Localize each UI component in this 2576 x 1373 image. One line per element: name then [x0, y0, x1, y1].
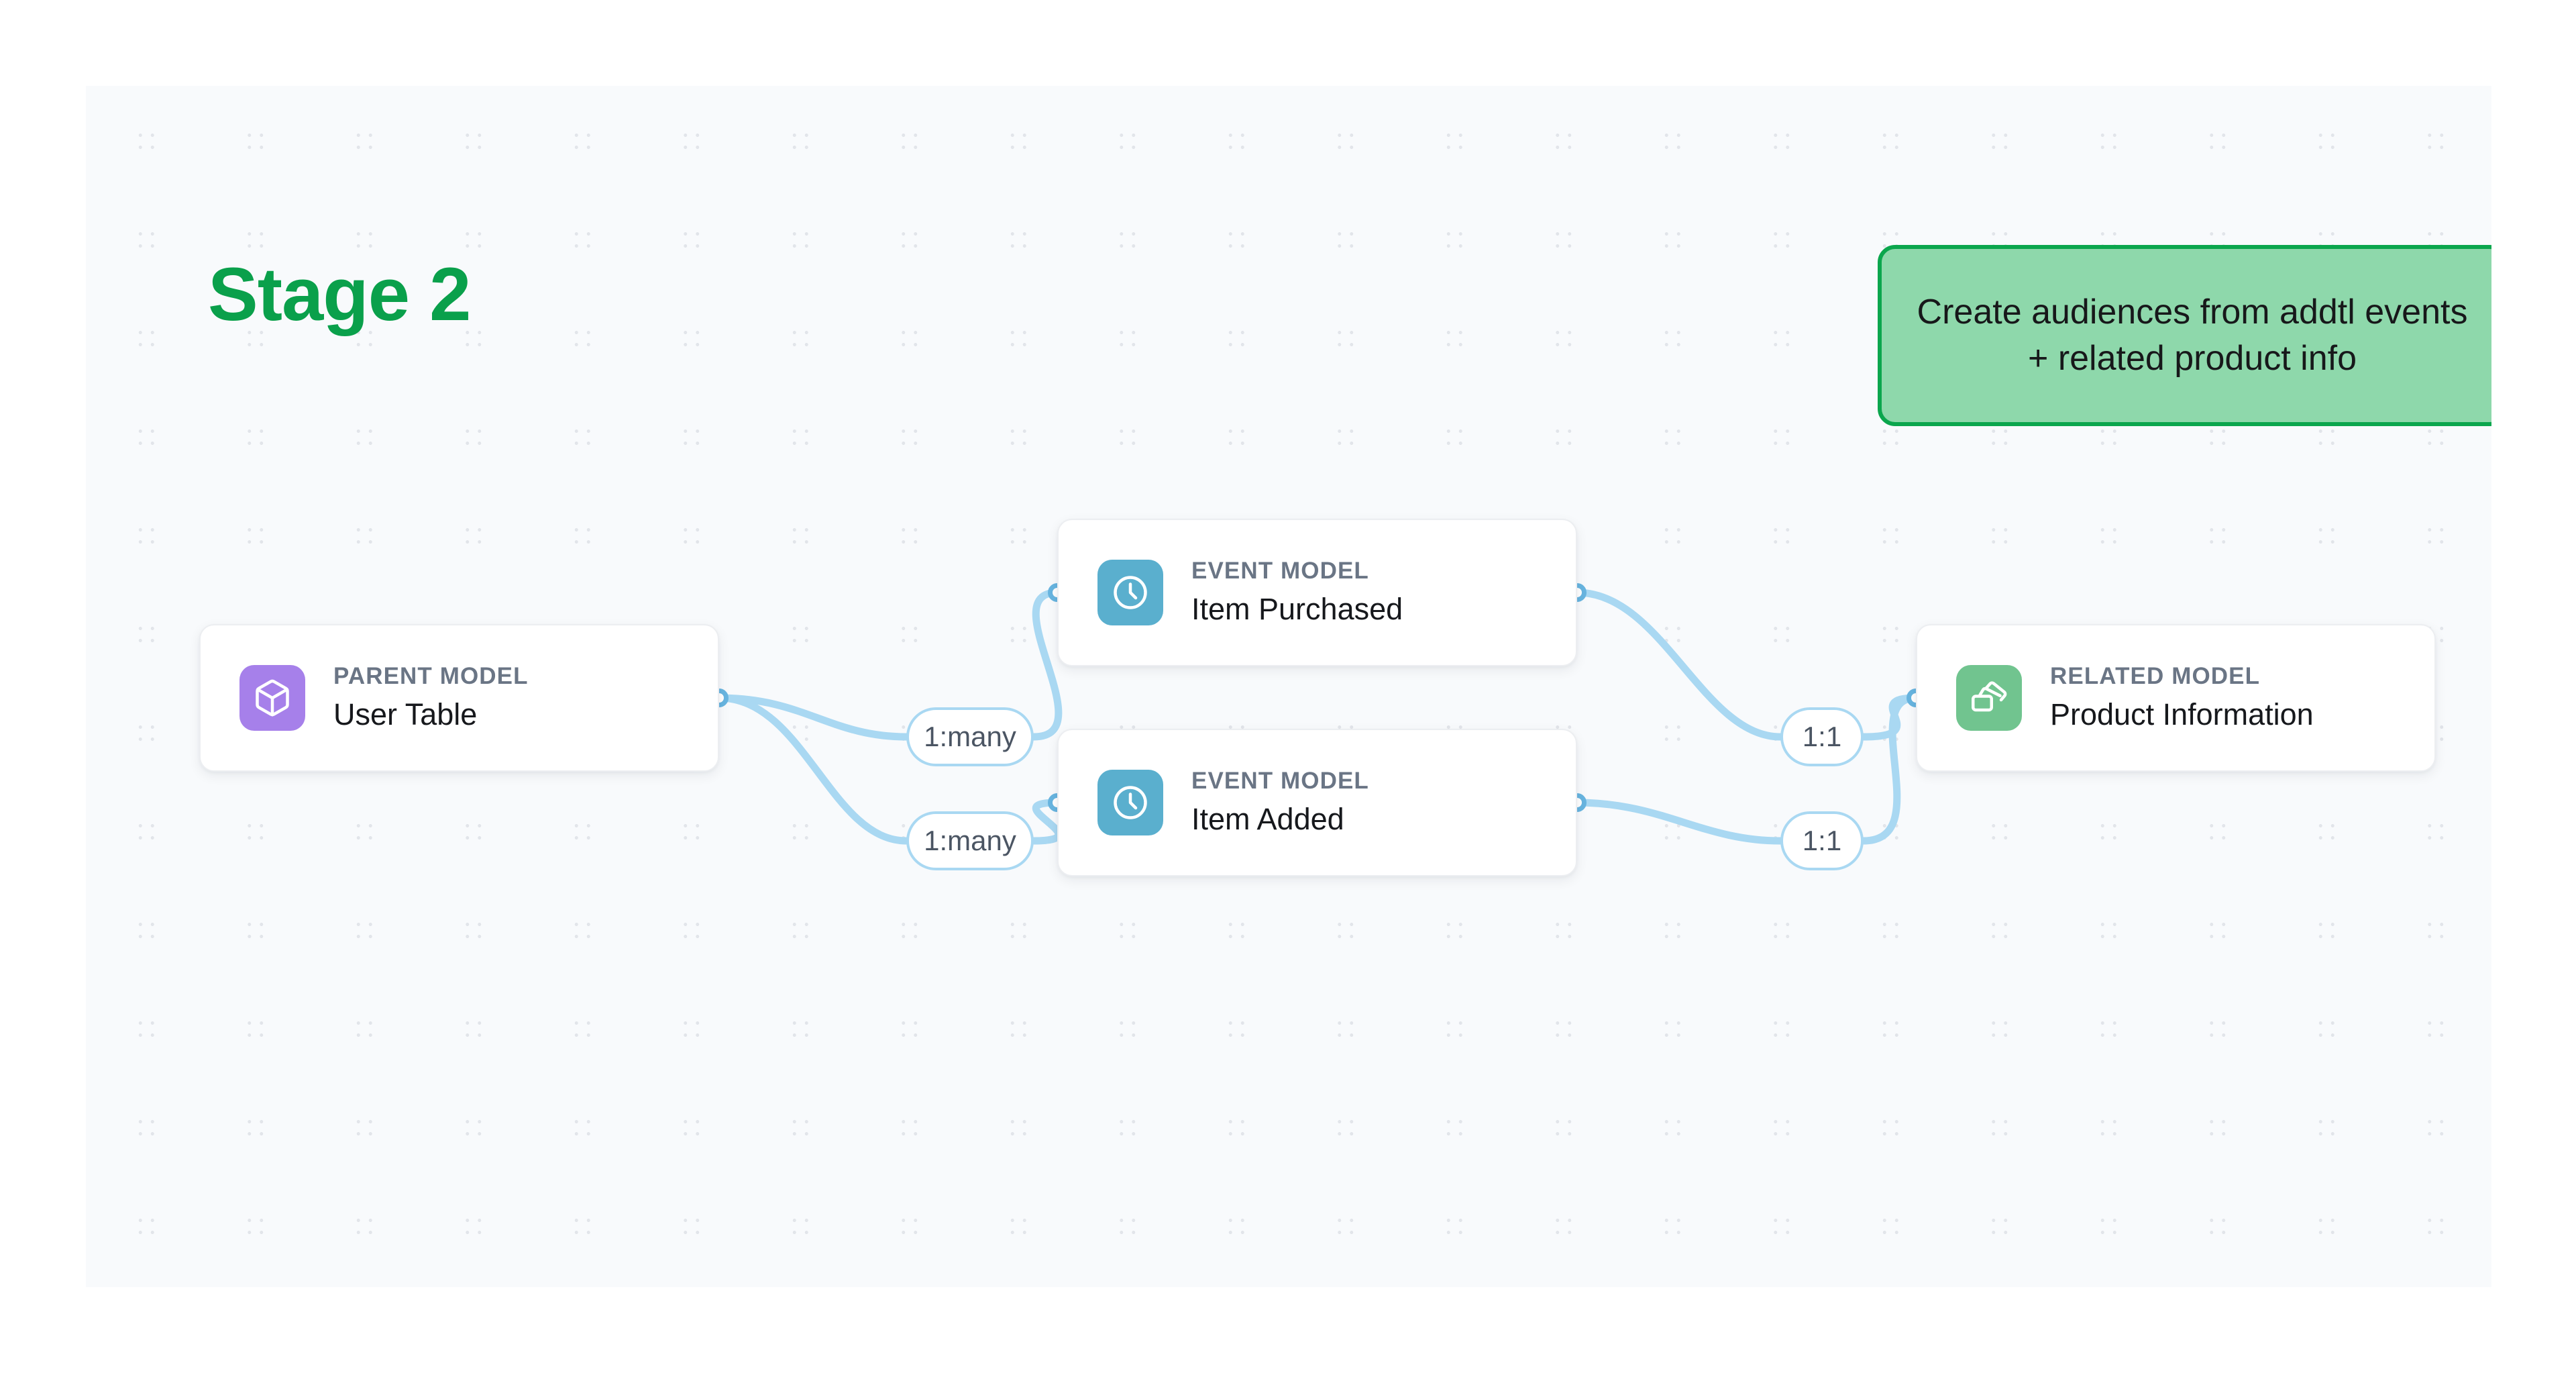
node-parent-model[interactable]: PARENT MODEL User Table: [199, 624, 719, 772]
edge-label-cardinality[interactable]: 1:1: [1780, 707, 1864, 766]
node-kind-label: EVENT MODEL: [1191, 768, 1369, 794]
layers-icon: [1956, 665, 2022, 731]
clock-icon: [1097, 770, 1163, 835]
edge-path-e1: [715, 694, 910, 741]
node-name-label: Item Added: [1191, 802, 1344, 837]
edge-path-e3: [1573, 589, 1784, 741]
clock-icon: [1097, 560, 1163, 625]
edge-path-e4b: [1860, 694, 1920, 845]
node-name-label: User Table: [333, 697, 478, 732]
node-event-model-item-added[interactable]: EVENT MODEL Item Added: [1057, 729, 1577, 876]
callout-box: Create audiences from addtl events + rel…: [1878, 245, 2491, 426]
node-text-block: RELATED MODEL Product Information: [2050, 660, 2314, 735]
flow-canvas[interactable]: Stage 2 Create audiences from addtl even…: [86, 86, 2491, 1287]
edge-path-e4: [1573, 799, 1784, 845]
node-kind-label: RELATED MODEL: [2050, 663, 2261, 689]
cube-icon: [239, 665, 305, 731]
node-text-block: EVENT MODEL Item Added: [1191, 765, 1369, 840]
edge-label-cardinality[interactable]: 1:1: [1780, 811, 1864, 870]
node-related-model[interactable]: RELATED MODEL Product Information: [1916, 624, 2436, 772]
node-kind-label: PARENT MODEL: [333, 663, 529, 689]
edge-label-cardinality[interactable]: 1:many: [906, 707, 1034, 766]
node-event-model-item-purchased[interactable]: EVENT MODEL Item Purchased: [1057, 519, 1577, 666]
node-kind-label: EVENT MODEL: [1191, 558, 1369, 584]
edge-label-cardinality[interactable]: 1:many: [906, 811, 1034, 870]
edge-path-e2: [715, 694, 910, 845]
page-title: Stage 2: [208, 252, 471, 336]
node-name-label: Product Information: [2050, 697, 2314, 732]
node-name-label: Item Purchased: [1191, 592, 1403, 627]
callout-text: Create audiences from addtl events + rel…: [1917, 293, 2468, 378]
edge-path-e1b: [1030, 589, 1063, 741]
node-text-block: EVENT MODEL Item Purchased: [1191, 555, 1403, 630]
node-text-block: PARENT MODEL User Table: [333, 660, 529, 735]
